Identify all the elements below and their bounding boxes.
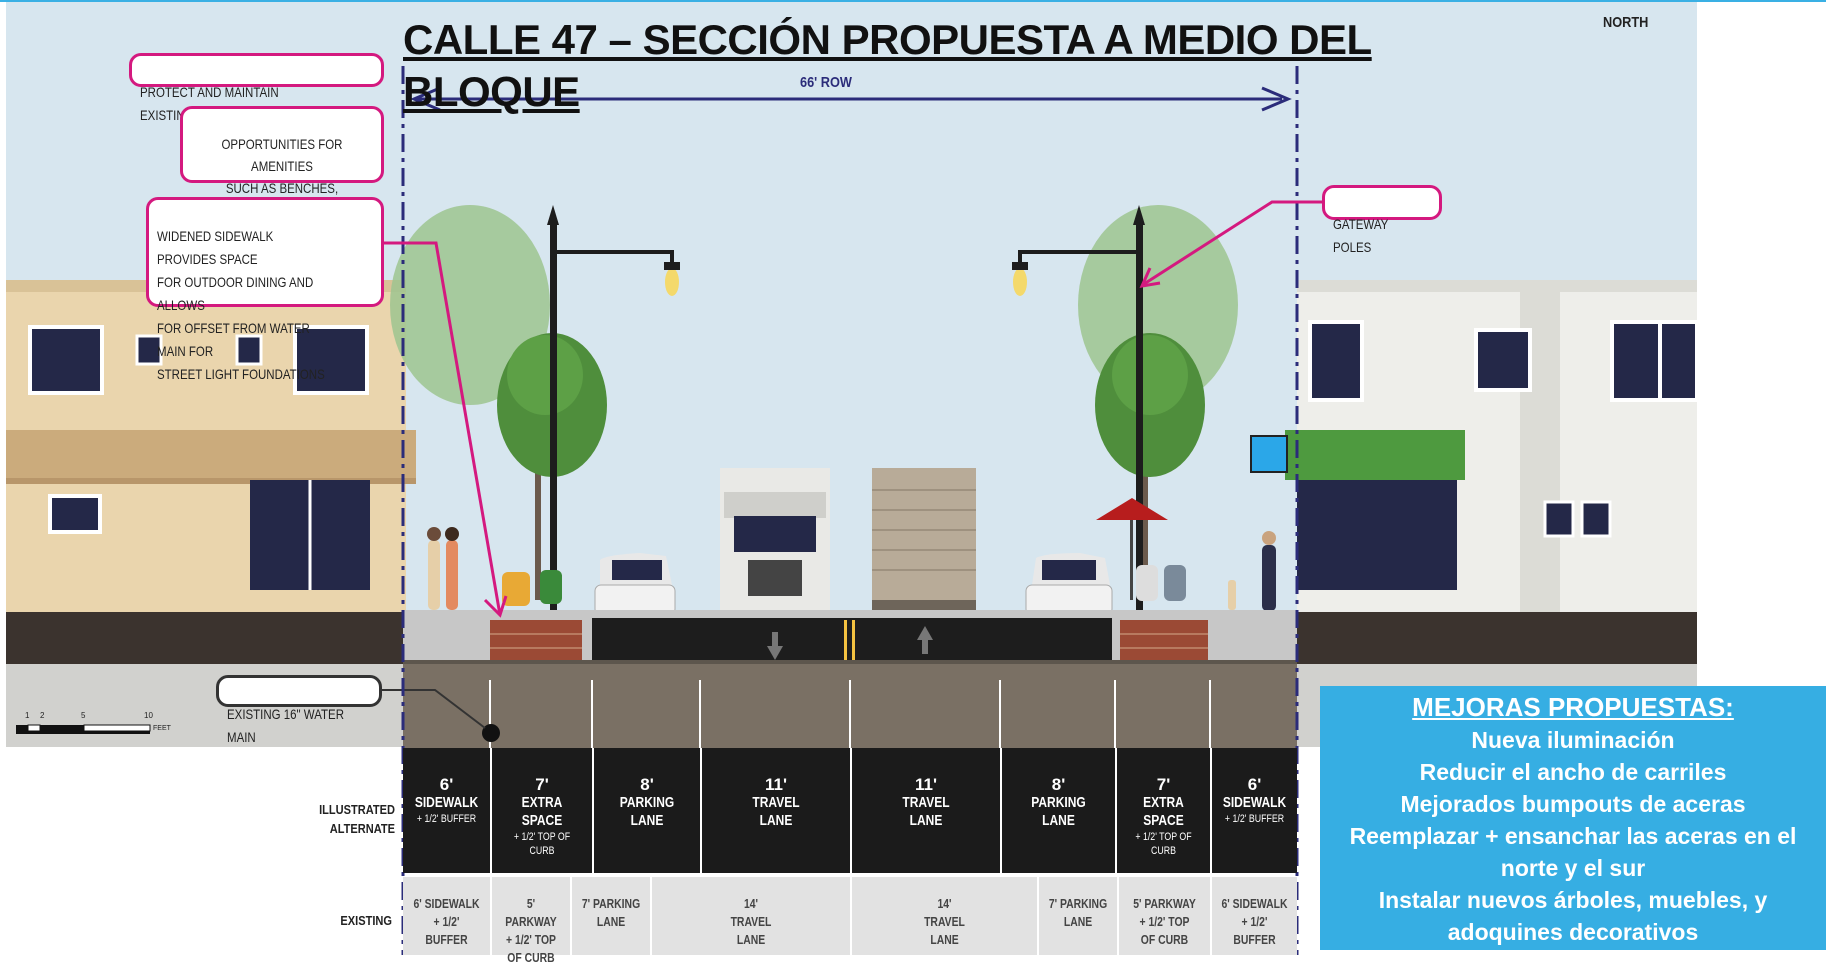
lane-width: 8' bbox=[1051, 775, 1066, 794]
page-title: CALLE 47 – SECCIÓN PROPUESTA A MEDIO DEL… bbox=[403, 16, 1372, 115]
lane-sub: + 1/2' TOP OF CURB bbox=[513, 831, 571, 857]
water-main-marker bbox=[482, 724, 500, 742]
lane-width: 8' bbox=[640, 775, 654, 794]
existing-lane-parking-left: 7' PARKING LANE bbox=[572, 877, 650, 955]
left-building bbox=[6, 280, 416, 664]
water-main-leader bbox=[382, 689, 486, 729]
lane-sub: + 1/2' TOP OF CURB bbox=[1135, 831, 1192, 857]
scale-tick-5: 5 bbox=[81, 711, 86, 720]
scale-unit: FEET bbox=[153, 725, 171, 732]
existing-lane-label: 14' TRAVEL LANE bbox=[924, 896, 965, 947]
lane-name: EXTRA SPACE bbox=[521, 794, 563, 829]
callout-water-main: EXISTING 16" WATER MAIN bbox=[216, 675, 382, 745]
lane-width: 7' bbox=[535, 775, 549, 794]
callout-gateway-poles: GATEWAY POLES bbox=[1322, 185, 1442, 255]
existing-lane-parking-right: 7' PARKING LANE bbox=[1039, 877, 1117, 955]
improvement-item: Reemplazar + ensanchar las aceras en el … bbox=[1349, 823, 1797, 881]
existing-lane-label: 6' SIDEWALK + 1/2' BUFFER bbox=[413, 896, 480, 947]
improvement-item: Mejorados bumpouts de aceras bbox=[1400, 791, 1746, 817]
scale-tick-2: 2 bbox=[40, 711, 45, 720]
existing-lane-travel-right: 14' TRAVEL LANE bbox=[852, 877, 1037, 955]
lane-name: TRAVEL LANE bbox=[752, 794, 800, 829]
lane-width: 11' bbox=[764, 775, 787, 794]
existing-lane-parkway-right: 5' PARKWAY + 1/2' TOP OF CURB bbox=[1119, 877, 1210, 955]
north-label: NORTH bbox=[1603, 14, 1649, 31]
callout-leaders bbox=[384, 200, 1322, 618]
right-tree bbox=[1078, 205, 1238, 600]
box-truck-rear bbox=[872, 468, 976, 626]
row-header-existing: EXISTING bbox=[340, 913, 392, 928]
proposed-lane-extra-left: 7' EXTRA SPACE + 1/2' TOP OF CURB bbox=[492, 748, 592, 873]
improvement-item: Nueva iluminación bbox=[1471, 727, 1675, 753]
proposed-lane-sidewalk-right: 6' SIDEWALK + 1/2' BUFFER bbox=[1212, 748, 1297, 873]
lane-width: 6' bbox=[1247, 775, 1262, 794]
right-building bbox=[1250, 280, 1699, 664]
lane-name: TRAVEL LANE bbox=[902, 794, 950, 829]
row-header-illustrated: ILLUSTRATED ALTERNATE bbox=[319, 802, 395, 836]
lane-dividers bbox=[489, 680, 1211, 748]
existing-lane-label: 6' SIDEWALK + 1/2' BUFFER bbox=[1221, 896, 1288, 947]
lane-width: 6' bbox=[439, 775, 454, 794]
proposed-lane-sidewalk-left: 6' SIDEWALK + 1/2' BUFFER bbox=[403, 748, 490, 873]
lane-name: SIDEWALK bbox=[414, 794, 479, 811]
left-street-light bbox=[547, 205, 680, 615]
lane-name: SIDEWALK bbox=[1222, 794, 1287, 811]
scale-tick-1: 1 bbox=[25, 711, 30, 720]
lane-width: 11' bbox=[914, 775, 937, 794]
cafe-umbrella bbox=[1096, 498, 1168, 600]
callout-amenities: OPPORTUNITIES FOR AMENITIES SUCH AS BENC… bbox=[180, 106, 384, 240]
improvement-item: Instalar nuevos árboles, muebles, y adoq… bbox=[1378, 887, 1768, 945]
gateway-pole bbox=[1012, 205, 1145, 615]
row-width-label: 66' ROW bbox=[800, 74, 852, 91]
lane-width: 7' bbox=[1156, 775, 1171, 794]
existing-lane-label: 7' PARKING LANE bbox=[581, 896, 641, 929]
existing-lane-parkway-left: 5' PARKWAY + 1/2' TOP OF CURB bbox=[492, 877, 570, 965]
lane-name: EXTRA SPACE bbox=[1143, 794, 1184, 829]
improvements-heading: MEJORAS PROPUESTAS: bbox=[1412, 692, 1734, 722]
lane-sub: + 1/2' BUFFER bbox=[1224, 813, 1285, 825]
lane-sub: + 1/2' BUFFER bbox=[416, 813, 477, 825]
scale-bar bbox=[16, 724, 151, 734]
existing-lane-label: 14' TRAVEL LANE bbox=[730, 896, 772, 947]
callout-water-main-text: EXISTING 16" WATER MAIN bbox=[227, 706, 344, 745]
proposed-lane-parking-right: 8' PARKING LANE bbox=[1002, 748, 1115, 873]
right-parked-car bbox=[1025, 553, 1113, 626]
proposed-lane-parking-left: 8' PARKING LANE bbox=[594, 748, 700, 873]
lane-name: PARKING LANE bbox=[1031, 794, 1086, 829]
existing-lane-sidewalk-left: 6' SIDEWALK + 1/2' BUFFER bbox=[403, 877, 490, 955]
existing-lane-label: 7' PARKING LANE bbox=[1048, 896, 1108, 929]
pedestrians bbox=[427, 527, 1276, 611]
scale-tick-10: 10 bbox=[144, 711, 153, 720]
lane-name: PARKING LANE bbox=[619, 794, 675, 829]
row-dimension-arrow bbox=[410, 86, 1292, 112]
existing-lane-label: 5' PARKWAY + 1/2' TOP OF CURB bbox=[1133, 896, 1196, 947]
proposed-lane-travel-right: 11' TRAVEL LANE bbox=[852, 748, 1000, 873]
callout-widened-sidewalk-text: WIDENED SIDEWALK PROVIDES SPACE FOR OUTD… bbox=[157, 228, 325, 382]
proposed-lane-extra-right: 7' EXTRA SPACE + 1/2' TOP OF CURB bbox=[1117, 748, 1210, 873]
proposed-lane-travel-left: 11' TRAVEL LANE bbox=[702, 748, 850, 873]
callout-gateway-poles-text: GATEWAY POLES bbox=[1333, 216, 1389, 255]
existing-lane-label: 5' PARKWAY + 1/2' TOP OF CURB bbox=[505, 896, 557, 965]
truck bbox=[720, 468, 830, 626]
improvement-item: Reducir el ancho de carriles bbox=[1419, 759, 1727, 785]
callout-protect-trees: PROTECT AND MAINTAIN EXISTING TREES bbox=[129, 53, 384, 123]
improvements-panel: MEJORAS PROPUESTAS: Nueva iluminación Re… bbox=[1320, 686, 1826, 950]
existing-lane-sidewalk-right: 6' SIDEWALK + 1/2' BUFFER bbox=[1212, 877, 1297, 955]
existing-lane-travel-left: 14' TRAVEL LANE bbox=[652, 877, 850, 955]
callout-widened-sidewalk: WIDENED SIDEWALK PROVIDES SPACE FOR OUTD… bbox=[146, 197, 384, 382]
